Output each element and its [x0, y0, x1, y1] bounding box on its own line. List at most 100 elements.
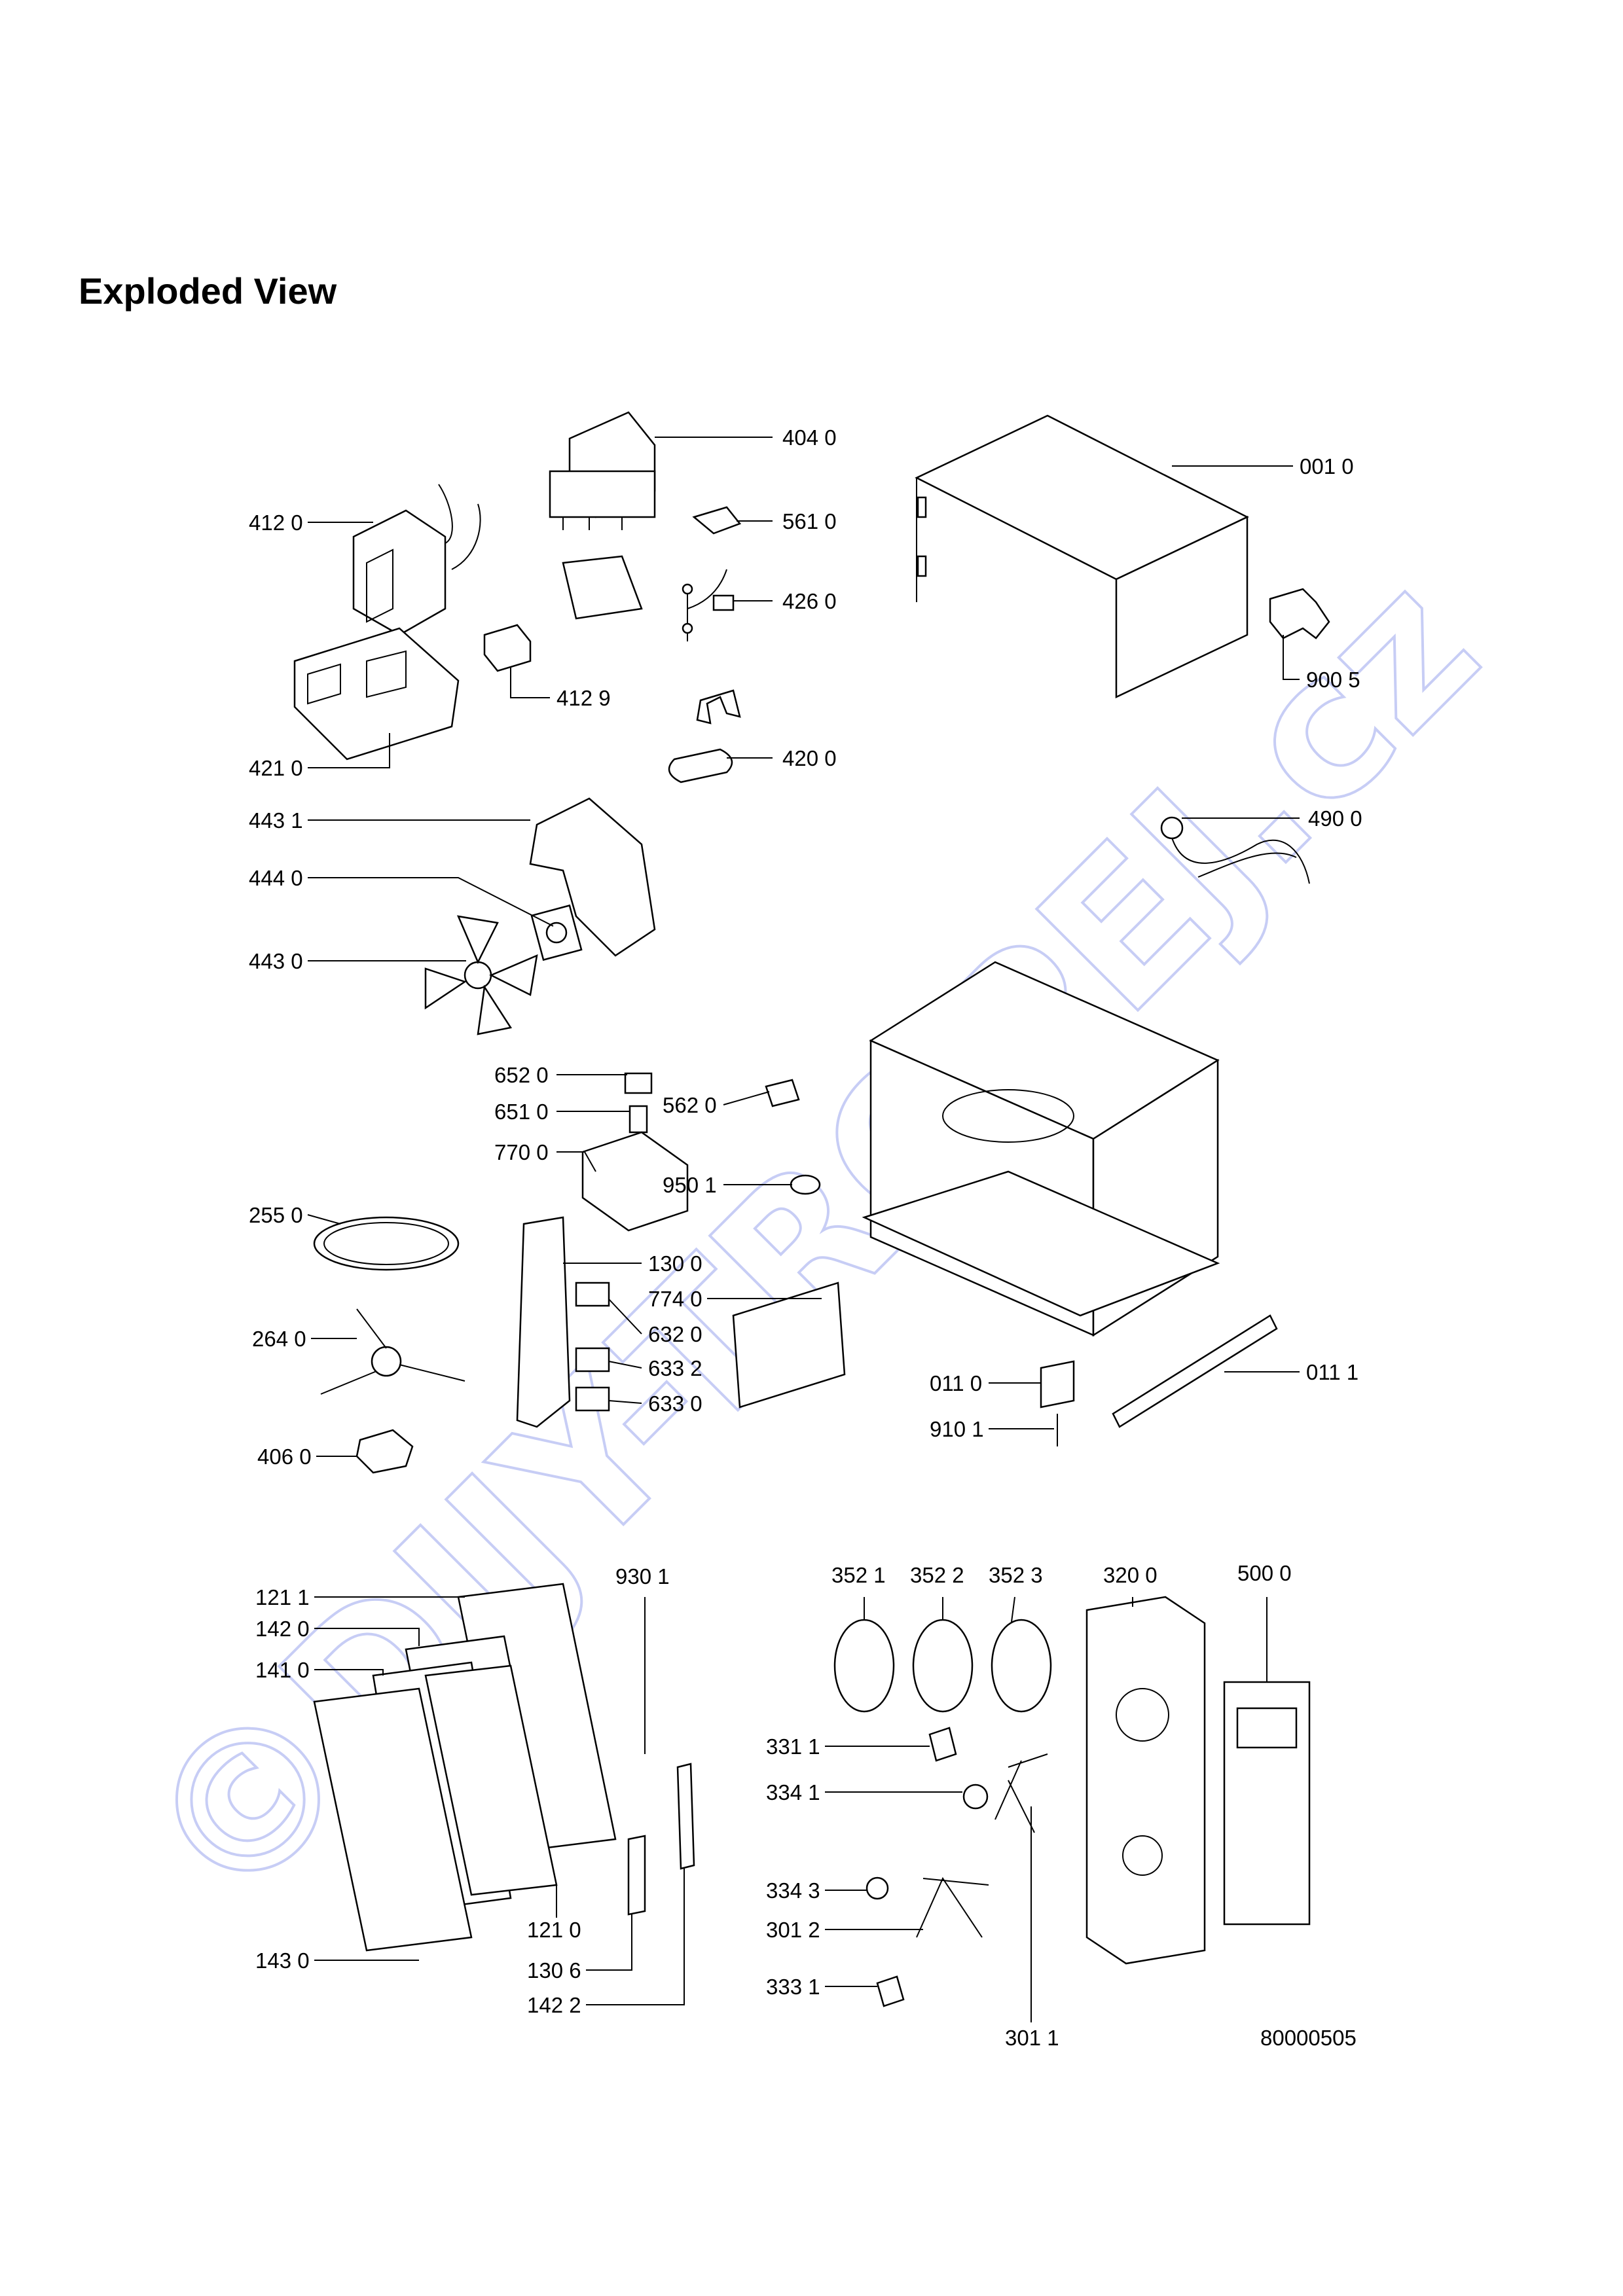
callout-443-0: 443 0 — [249, 949, 303, 973]
part-130-6-shape — [627, 1835, 646, 1916]
leader-130-6 — [586, 1914, 632, 1971]
part-352-2-shape — [912, 1619, 974, 1713]
callout-334-3: 334 3 — [766, 1878, 820, 1903]
callout-352-3: 352 3 — [989, 1563, 1043, 1587]
part-143-0-shape — [313, 1687, 473, 1952]
leader-633-0 — [608, 1400, 642, 1404]
leader-142-0 — [314, 1628, 420, 1646]
callout-130-0: 130 0 — [648, 1251, 702, 1276]
part-490-0-shape — [1160, 816, 1310, 884]
leader-255-0 — [307, 1214, 341, 1225]
part-900-5-shape — [1269, 588, 1330, 639]
part-421-0-shape — [293, 627, 460, 761]
part-652-0-shape — [624, 1072, 653, 1094]
leader-632-0 — [608, 1299, 642, 1335]
callout-001-0: 001 0 — [1300, 454, 1354, 478]
leader-142-2 — [586, 1869, 685, 2005]
part-331-1-shape — [928, 1727, 957, 1762]
callout-500-0: 500 0 — [1237, 1561, 1292, 1585]
callout-426-0: 426 0 — [782, 589, 837, 613]
callout-141-0: 141 0 — [255, 1658, 310, 1682]
cavity-shape — [862, 961, 1220, 1337]
part-011-1-shape — [1112, 1314, 1278, 1428]
callout-900-5: 900 5 — [1306, 668, 1360, 692]
part-562-0-shape — [765, 1079, 800, 1107]
part-011-0-shape — [1040, 1360, 1075, 1408]
leader-633-2 — [608, 1361, 642, 1369]
part-334-3-shape — [866, 1876, 889, 1900]
callout-444-0: 444 0 — [249, 866, 303, 890]
callout-651-0: 651 0 — [494, 1100, 549, 1124]
callout-121-0: 121 0 — [527, 1918, 581, 1942]
callout-406-0: 406 0 — [257, 1444, 312, 1469]
callout-352-2: 352 2 — [910, 1563, 964, 1587]
part-633-0-shape — [575, 1386, 610, 1412]
part-443-1-shape — [529, 797, 656, 957]
callout-121-1: 121 1 — [255, 1585, 310, 1609]
callout-412-0: 412 0 — [249, 511, 303, 535]
leader-412-9 — [510, 668, 550, 698]
callout-633-2: 633 2 — [648, 1356, 702, 1380]
leader-421-0 — [308, 733, 390, 768]
callout-011-0: 011 0 — [930, 1371, 982, 1395]
part-632-0-shape — [575, 1282, 610, 1307]
callout-562-0: 562 0 — [663, 1093, 717, 1117]
part-301-2-shape — [916, 1876, 989, 1938]
callout-130-6: 130 6 — [527, 1958, 581, 1982]
callout-490-0: 490 0 — [1308, 806, 1362, 831]
part-770-0-shape — [581, 1131, 689, 1232]
callout-264-0: 264 0 — [252, 1327, 306, 1351]
part-333-1-shape — [876, 1975, 905, 2007]
part-561-0-shape — [692, 506, 742, 535]
callout-255-0: 255 0 — [249, 1203, 303, 1227]
callout-561-0: 561 0 — [782, 509, 837, 533]
part-412-0-shape — [352, 484, 481, 636]
callout-142-0: 142 0 — [255, 1617, 310, 1641]
leader-352-3 — [1011, 1596, 1015, 1623]
callout-301-1: 301 1 — [1005, 2026, 1059, 2050]
capacitor-clamp-shape — [696, 689, 741, 725]
part-130-0-shape — [516, 1216, 571, 1428]
part-444-0-shape — [530, 904, 583, 961]
callout-404-0: 404 0 — [782, 425, 837, 450]
callout-421-0: 421 0 — [249, 756, 303, 780]
part-404-0-shape — [549, 411, 656, 530]
part-412-9-shape — [483, 624, 532, 672]
part-255-0-shape — [313, 1216, 460, 1271]
callout-301-2: 301 2 — [766, 1918, 820, 1942]
callout-412-9: 412 9 — [556, 686, 611, 710]
part-001-0-shape — [915, 414, 1249, 698]
callout-443-1: 443 1 — [249, 808, 303, 833]
part-950-1-shape — [790, 1174, 821, 1195]
callout-011-1: 011 1 — [1306, 1360, 1359, 1384]
callout-333-1: 333 1 — [766, 1975, 820, 1999]
part-142-2-shape — [676, 1763, 695, 1870]
leader-444-0 — [308, 877, 554, 927]
callout-652-0: 652 0 — [494, 1063, 549, 1087]
leader-770-0 — [556, 1151, 596, 1172]
callout-930-1: 930 1 — [615, 1564, 670, 1588]
part-426-0-shape — [682, 569, 735, 641]
callout-950-1: 950 1 — [663, 1173, 717, 1197]
insulating-plate-shape — [562, 555, 643, 620]
part-651-0-shape — [629, 1105, 648, 1134]
callout-774-0: 774 0 — [648, 1287, 702, 1311]
leader-lines — [307, 437, 1300, 2022]
callout-420-0: 420 0 — [782, 746, 837, 770]
part-406-0-shape — [356, 1429, 414, 1474]
part-301-1-shape — [994, 1753, 1048, 1833]
leader-900-5 — [1283, 635, 1300, 680]
part-420-0-shape — [668, 748, 733, 783]
callout-334-1: 334 1 — [766, 1780, 820, 1804]
callout-352-1: 352 1 — [831, 1563, 886, 1587]
part-352-1-shape — [833, 1619, 895, 1713]
callout-632-0: 632 0 — [648, 1322, 702, 1346]
leader-141-0 — [314, 1669, 384, 1676]
part-633-2-shape — [575, 1347, 610, 1372]
callout-320-0: 320 0 — [1103, 1563, 1158, 1587]
callout-910-1: 910 1 — [930, 1417, 984, 1441]
part-443-0-shape — [424, 915, 538, 1035]
part-352-3-shape — [991, 1619, 1052, 1713]
